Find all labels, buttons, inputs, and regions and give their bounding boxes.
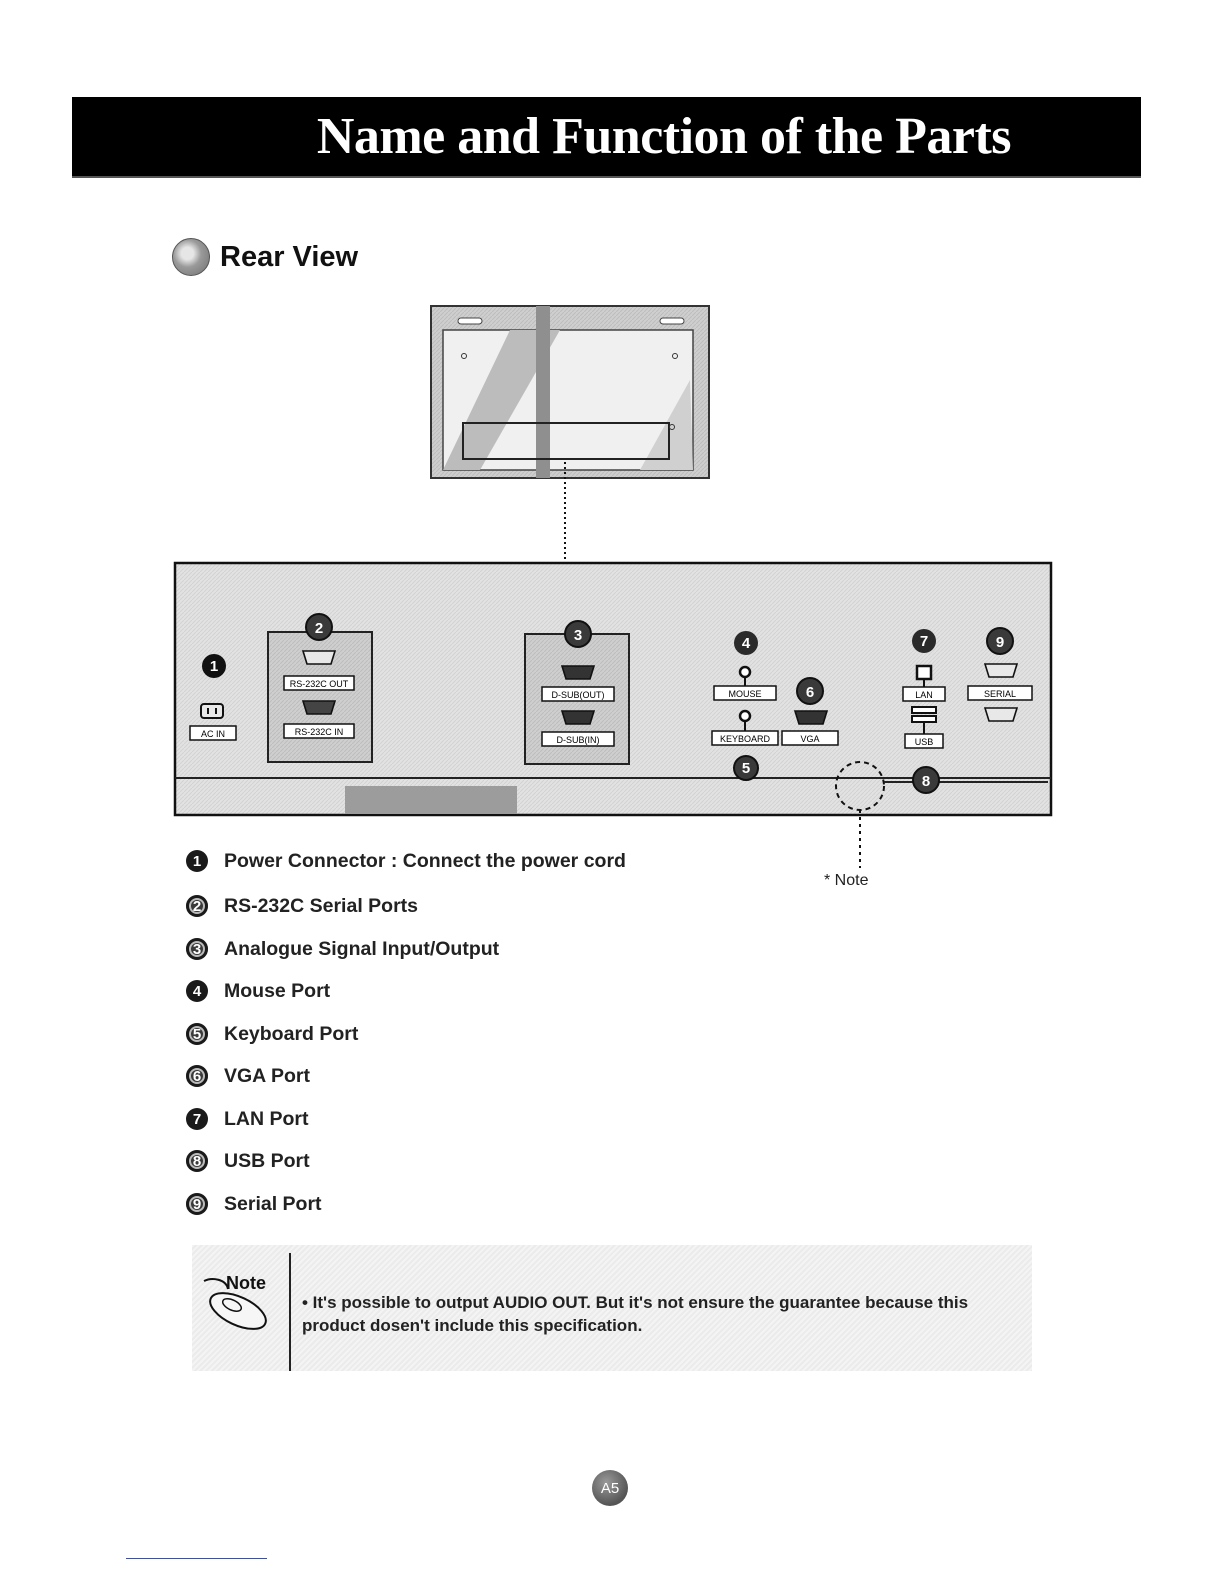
port-label-dsub-in: D-SUB(IN) — [557, 735, 600, 745]
callout-5: 5 — [742, 760, 750, 777]
callout-4: 4 — [742, 635, 751, 652]
list-item: 4 Mouse Port — [186, 976, 330, 1006]
part-label: Serial Port — [224, 1192, 322, 1215]
note-box: Note • It's possible to output AUDIO OUT… — [192, 1245, 1032, 1371]
rs232c-ports: RS-232C OUT RS-232C IN — [283, 650, 355, 739]
part-label: RS-232C Serial Ports — [224, 894, 419, 917]
port-label-vga: VGA — [800, 734, 819, 744]
page-number-badge: A5 — [592, 1470, 628, 1506]
ac-in-port: AC IN — [189, 703, 237, 741]
number-badge: 1 — [186, 850, 208, 872]
part-label: LAN Port — [224, 1107, 309, 1130]
part-label: VGA Port — [224, 1064, 310, 1087]
title-banner: Name and Function of the Parts — [72, 97, 1141, 178]
part-label: USB Port — [224, 1149, 310, 1172]
callout-6: 6 — [806, 684, 814, 701]
port-label-rs232c-out: RS-232C OUT — [290, 679, 349, 689]
list-item: 2 RS-232C Serial Ports — [186, 891, 418, 921]
number-badge: 5 — [186, 1023, 208, 1045]
callout-7: 7 — [920, 633, 928, 650]
number-badge: 9 — [186, 1193, 208, 1215]
number-badge: 6 — [186, 1065, 208, 1087]
port-label-usb: USB — [915, 737, 934, 747]
number-badge: 4 — [186, 980, 208, 1002]
footer-rule — [126, 1558, 267, 1559]
list-item: 8 USB Port — [186, 1146, 310, 1176]
port-label-ac-in: AC IN — [201, 729, 225, 739]
list-item: 5 Keyboard Port — [186, 1019, 358, 1049]
number-badge: 8 — [186, 1150, 208, 1172]
callout-8: 8 — [922, 773, 930, 790]
port-label-keyboard: KEYBOARD — [720, 734, 771, 744]
section-heading: Rear View — [172, 235, 358, 279]
note-reference: * Note — [824, 872, 869, 889]
mouse-keyboard-vga-ports: MOUSE KEYBOARD VGA — [711, 665, 839, 746]
port-label-mouse: MOUSE — [728, 689, 761, 699]
part-label: Analogue Signal Input/Output — [224, 937, 500, 960]
mouse-icon — [203, 1278, 267, 1330]
lan-usb-serial-ports: LAN USB SERIAL — [902, 663, 1033, 749]
list-item: 1 Power Connector : Connect the power co… — [186, 846, 626, 876]
part-label: Keyboard Port — [224, 1022, 359, 1045]
list-item: 9 Serial Port — [186, 1189, 322, 1219]
port-label-serial: SERIAL — [984, 689, 1016, 699]
callout-2: 2 — [315, 620, 323, 637]
number-badge: 2 — [186, 895, 208, 917]
page-title: Name and Function of the Parts — [316, 108, 1012, 165]
monitor-rear-thumbnail — [430, 305, 710, 479]
number-badge: 7 — [186, 1108, 208, 1130]
list-item: 6 VGA Port — [186, 1061, 310, 1091]
note-label: Note — [226, 1273, 266, 1293]
section-title: Rear View — [220, 240, 359, 273]
part-label: Mouse Port — [224, 979, 331, 1002]
note-divider — [289, 1253, 291, 1371]
port-label-rs232c-in: RS-232C IN — [295, 727, 344, 737]
callout-1: 1 — [210, 658, 218, 675]
rear-view-diagram: AC IN RS-232C OUT RS-232C IN D-SUB(OUT) … — [173, 305, 1053, 868]
section-bullet-icon — [172, 238, 210, 276]
part-label: Power Connector : Connect the power cord — [224, 849, 626, 872]
port-label-dsub-out: D-SUB(OUT) — [552, 690, 605, 700]
note-text: • It's possible to output AUDIO OUT. But… — [302, 1293, 969, 1335]
callout-9: 9 — [996, 634, 1004, 651]
number-badge: 3 — [186, 938, 208, 960]
list-item: 7 LAN Port — [186, 1104, 309, 1134]
callout-3: 3 — [574, 627, 582, 644]
list-item: 3 Analogue Signal Input/Output — [186, 934, 499, 964]
port-label-lan: LAN — [915, 690, 933, 700]
dsub-ports: D-SUB(OUT) D-SUB(IN) — [541, 665, 615, 747]
